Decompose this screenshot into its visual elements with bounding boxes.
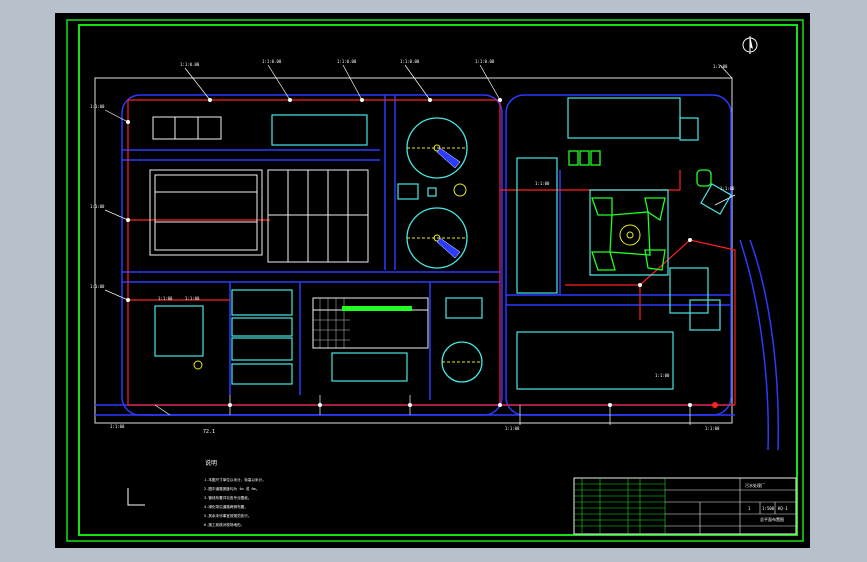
site-boundary <box>94 77 733 424</box>
outer-frame <box>66 19 804 542</box>
structures-white <box>149 116 429 349</box>
svg-text:1:1:00: 1:1:00 <box>90 204 105 209</box>
bottom-dimension: 72.1 <box>203 429 215 435</box>
svg-text:1:1:00: 1:1:00 <box>110 424 125 429</box>
leader-lines <box>104 64 736 425</box>
pipe-network <box>127 99 736 406</box>
north-arrow-icon <box>742 36 758 54</box>
svg-text:1:1:00: 1:1:00 <box>655 373 670 378</box>
svg-text:1:1:00: 1:1:00 <box>185 296 200 301</box>
title-block: 污水处理厂 总平面布置图 1 1:500 KQ-1 <box>573 477 797 535</box>
drawing-canvas: 1:1:0.00 1:1:0.00 1:1:0.00 1:1:0.00 1:1:0.… <box>55 13 810 548</box>
ucs-axis-icon <box>127 488 145 506</box>
svg-text:1:1:00: 1:1:00 <box>705 426 720 431</box>
green-channel <box>342 306 412 311</box>
site-plan-drawing: 1:1:0.00 1:1:0.00 1:1:0.00 1:1:0.00 1:1:0.… <box>66 19 804 542</box>
hatched-grid <box>313 298 350 348</box>
landscape-islands <box>568 150 712 271</box>
notes-title: 说明 <box>205 459 217 467</box>
svg-text:1:1:00: 1:1:00 <box>505 426 520 431</box>
svg-text:1:1:00: 1:1:00 <box>713 64 728 69</box>
svg-text:1:1:00: 1:1:00 <box>90 104 105 109</box>
svg-text:1:1:0.00: 1:1:0.00 <box>337 59 357 64</box>
title-project: 污水处理厂 <box>745 482 765 488</box>
inner-frame <box>78 24 798 536</box>
svg-text:1:1:0.00: 1:1:0.00 <box>475 59 495 64</box>
title-scale: 1:500 <box>762 506 775 511</box>
title-sheet: 1 <box>748 506 751 511</box>
svg-text:1:1:00: 1:1:00 <box>720 186 735 191</box>
svg-text:4.绿化带沿道路两侧布置。: 4.绿化带沿道路两侧布置。 <box>204 504 248 509</box>
svg-text:1:1:0.00: 1:1:0.00 <box>180 62 200 67</box>
svg-text:1:1:00: 1:1:00 <box>90 284 105 289</box>
svg-text:1:1:00: 1:1:00 <box>535 181 550 186</box>
notes-body: 1.本图尺寸单位以米计，标高以米计。 2.图中道路宽度均为 4m 或 6m。 3… <box>204 477 266 527</box>
pipe-nodes <box>126 98 718 408</box>
svg-text:2.图中道路宽度均为 4m 或 6m。: 2.图中道路宽度均为 4m 或 6m。 <box>204 486 259 491</box>
clarifier-tanks <box>193 117 641 383</box>
annotation-labels: 1:1:0.00 1:1:0.00 1:1:0.00 1:1:0.00 1:1:0.… <box>90 59 735 431</box>
svg-text:1:1:00: 1:1:00 <box>158 296 173 301</box>
svg-text:6.施工前核对现场地形。: 6.施工前核对现场地形。 <box>204 522 244 527</box>
structures-cyan <box>154 97 732 390</box>
title-drawing-name: 总平面布置图 <box>760 516 784 522</box>
svg-text:1:1:0.00: 1:1:0.00 <box>400 59 420 64</box>
svg-text:5.其余未尽事宜按规范执行。: 5.其余未尽事宜按规范执行。 <box>204 513 251 518</box>
svg-text:1.本图尺寸单位以米计，标高以米计。: 1.本图尺寸单位以米计，标高以米计。 <box>204 477 266 482</box>
svg-text:1:1:0.00: 1:1:0.00 <box>262 59 282 64</box>
title-code: KQ-1 <box>778 506 788 511</box>
svg-text:3.管线布置详见各专业图纸。: 3.管线布置详见各专业图纸。 <box>204 495 251 500</box>
road-network <box>95 94 780 451</box>
